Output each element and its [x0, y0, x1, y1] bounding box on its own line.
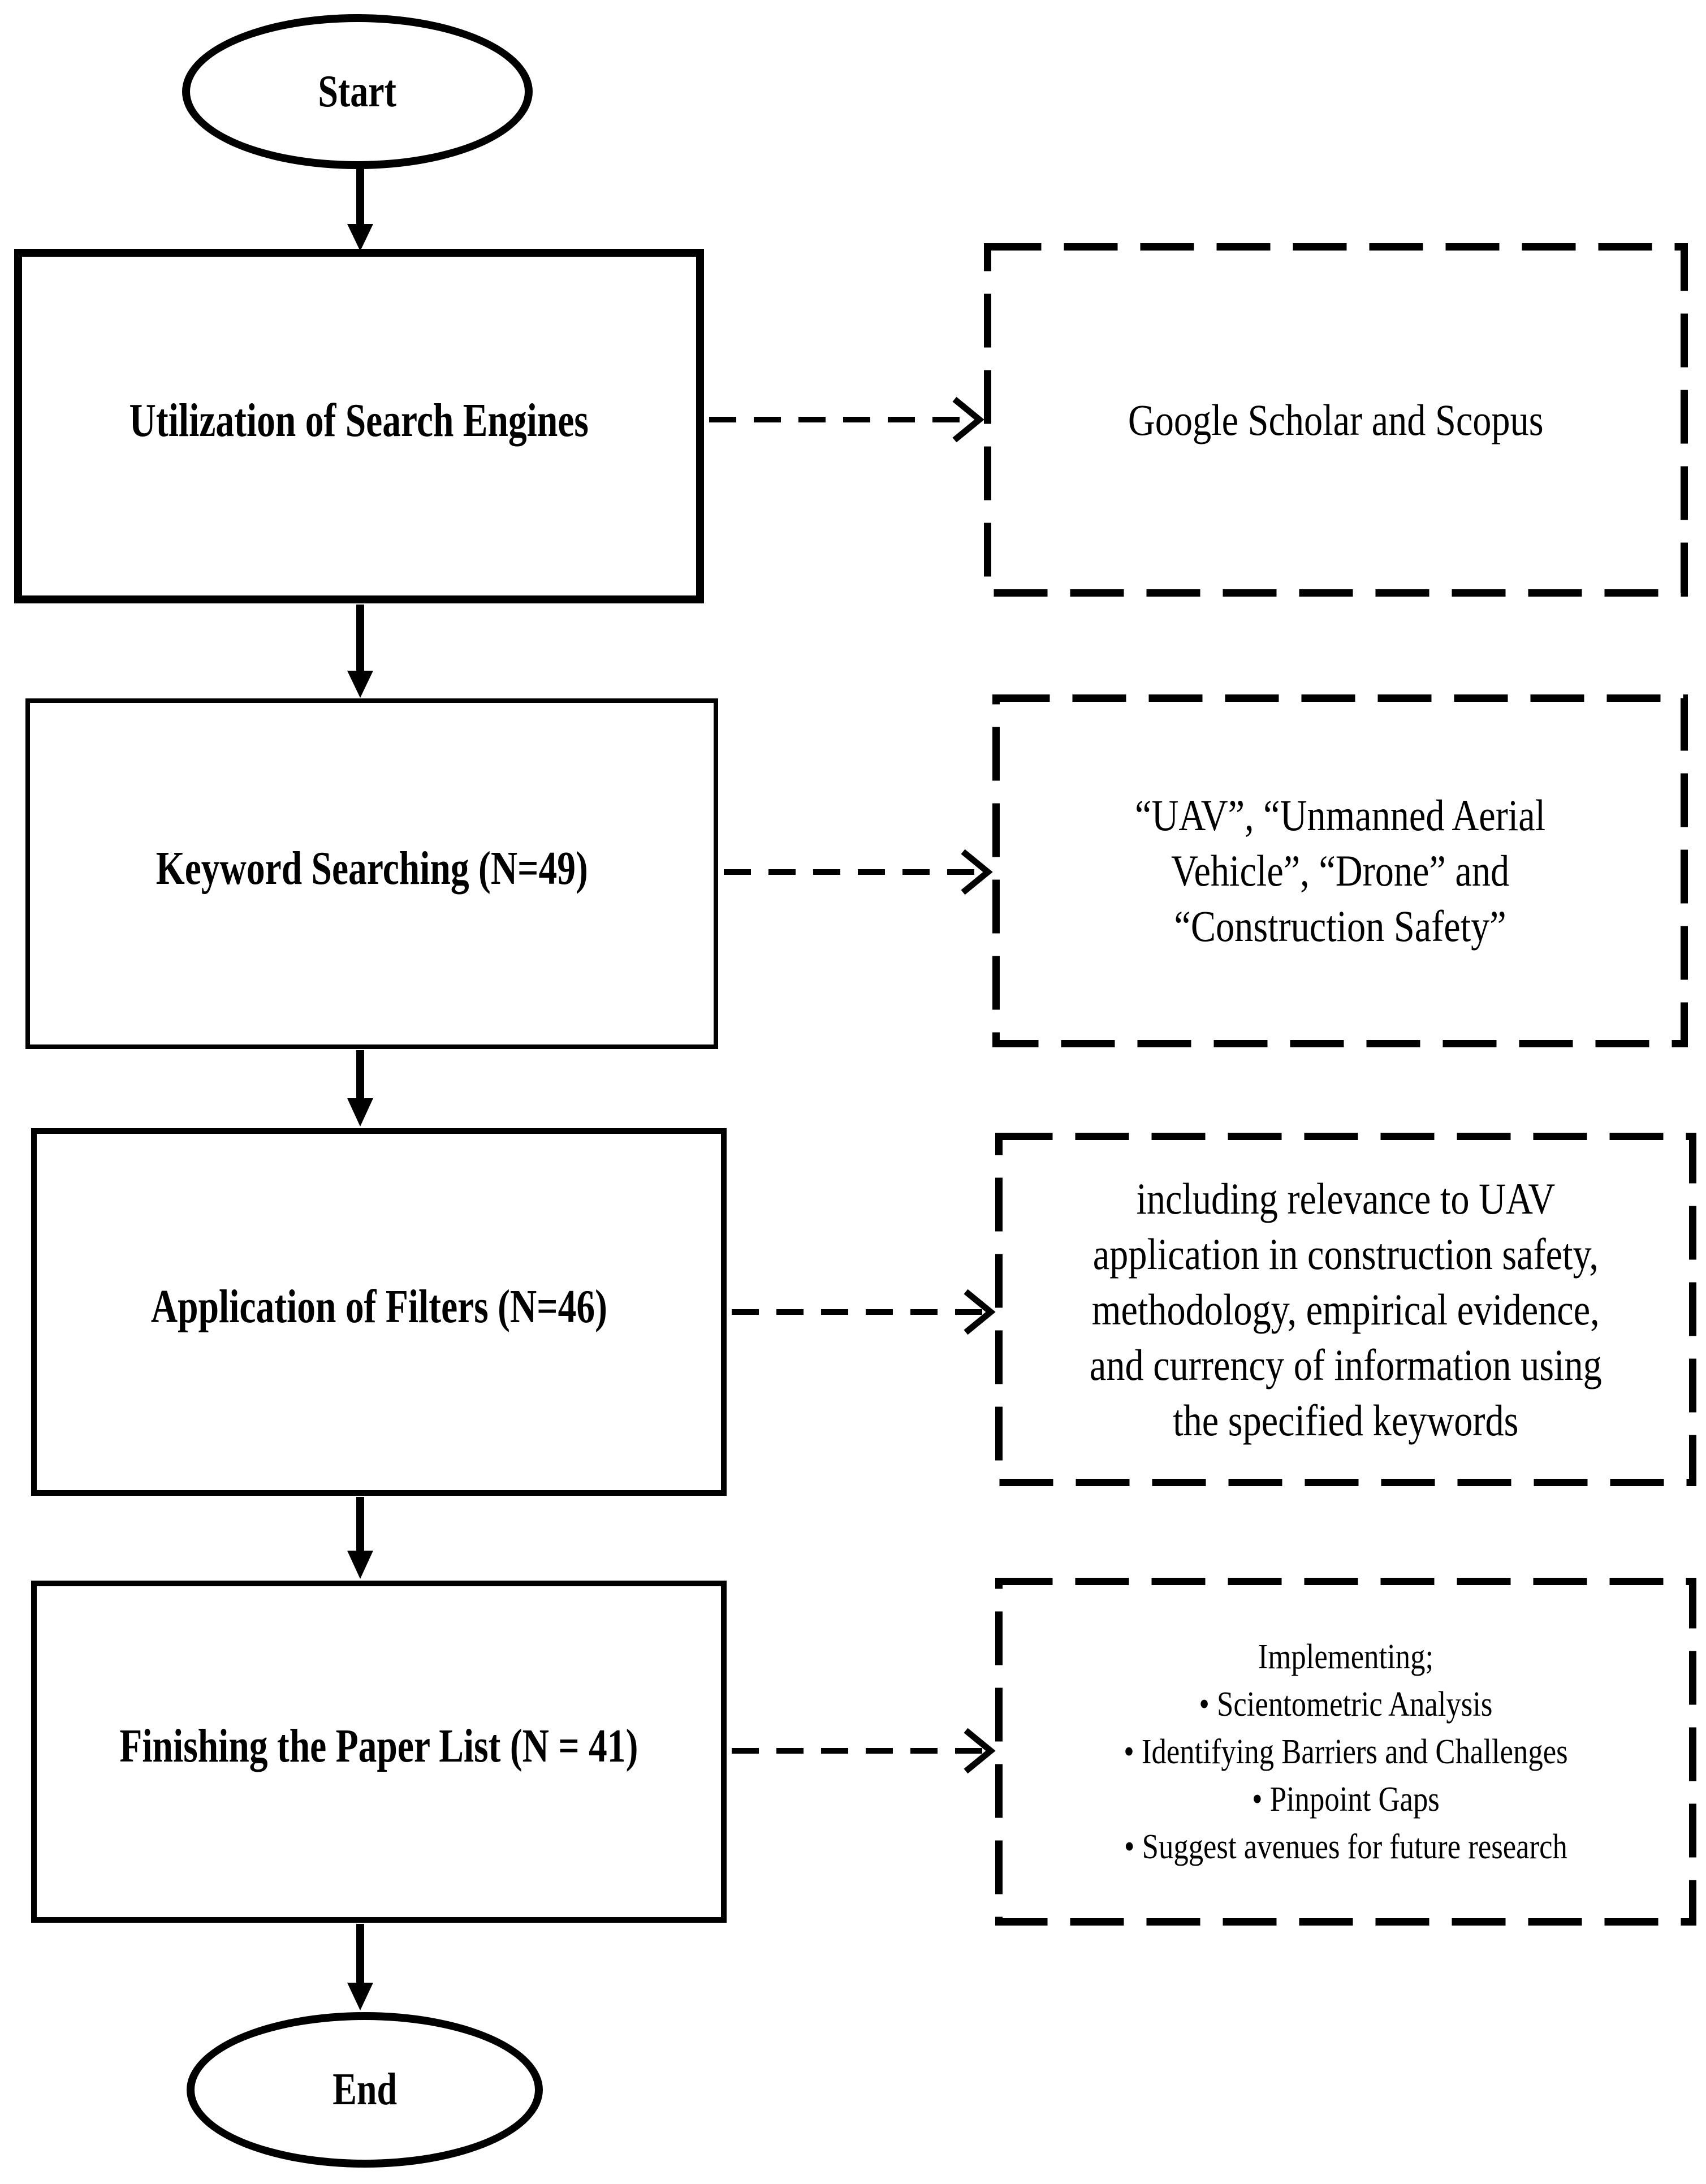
step-box-paper-list-label: Finishing the Paper List (N = 41): [119, 1720, 638, 1772]
step-box-paper-list: Finishing the Paper List (N = 41): [31, 1581, 727, 1923]
annotation-line: “UAV”, “Unmanned Aerial: [1134, 791, 1546, 840]
start-label: Start: [318, 66, 397, 116]
annotation-implementing: Implementing; • Scientometric Analysis •…: [995, 1578, 1696, 1926]
step-box-filters-label: Application of Filters (N=46): [150, 1280, 607, 1333]
annotation-line: “Construction Safety”: [1174, 901, 1506, 951]
dashed-arrow-step1-to-annotation: [709, 396, 984, 443]
annotation-search-engines: Google Scholar and Scopus: [984, 243, 1688, 597]
step-box-keyword-searching-label: Keyword Searching (N=49): [156, 841, 588, 895]
dashed-border-keywords: [992, 694, 1688, 1047]
annotation-line: Google Scholar and Scopus: [1128, 395, 1544, 444]
annotation-implementing-title: Implementing;: [1258, 1637, 1434, 1676]
annotation-bullet-item: • Suggest avenues for future research: [1124, 1827, 1567, 1866]
annotation-line: Vehicle”, “Drone” and: [1171, 846, 1510, 895]
step-box-filters: Application of Filters (N=46): [31, 1128, 727, 1496]
annotation-keywords: “UAV”, “Unmanned Aerial Vehicle”, “Drone…: [992, 694, 1688, 1047]
annotation-line: methodology, empirical evidence,: [1092, 1284, 1600, 1334]
dashed-arrow-step2-to-annotation: [724, 849, 993, 895]
step-box-search-engines-label: Utilization of Search Engines: [129, 394, 589, 447]
dashed-border-filters: [995, 1133, 1696, 1486]
annotation-bullet-item: • Pinpoint Gaps: [1252, 1780, 1440, 1819]
solid-arrow-step3-to-step4: [347, 1497, 373, 1579]
step-box-search-engines: Utilization of Search Engines: [14, 249, 704, 603]
annotation-bullet-item: • Identifying Barriers and Challenges: [1124, 1732, 1568, 1771]
annotation-line: including relevance to UAV: [1136, 1173, 1556, 1223]
solid-arrow-step4-to-end: [347, 1924, 373, 2010]
annotation-line: application in construction safety,: [1092, 1229, 1599, 1279]
annotation-bullet-item: • Scientometric Analysis: [1199, 1685, 1493, 1724]
annotation-line: and currency of information using: [1090, 1340, 1602, 1389]
solid-arrow-start-to-step1: [347, 167, 373, 251]
end-terminal: End: [187, 2012, 543, 2168]
dashed-arrow-step3-to-annotation: [732, 1289, 996, 1335]
dashed-arrow-step4-to-annotation: [732, 1728, 996, 1774]
annotation-implementing-text: Implementing; • Scientometric Analysis •…: [1124, 1633, 1567, 1871]
solid-arrow-step2-to-step3: [347, 1050, 373, 1126]
solid-arrow-step1-to-step2: [347, 605, 373, 698]
dashed-border-search-engines: [984, 243, 1688, 597]
annotation-filters-text: including relevance to UAV application i…: [1090, 1171, 1602, 1448]
step-box-keyword-searching: Keyword Searching (N=49): [25, 698, 718, 1049]
dashed-border-implementing: [995, 1578, 1696, 1926]
annotation-filters: including relevance to UAV application i…: [995, 1133, 1696, 1486]
annotation-line: the specified keywords: [1173, 1395, 1519, 1445]
start-terminal: Start: [182, 14, 533, 169]
annotation-keywords-text: “UAV”, “Unmanned Aerial Vehicle”, “Drone…: [1135, 788, 1545, 954]
annotation-search-engines-text: Google Scholar and Scopus: [1128, 392, 1544, 448]
end-label: End: [332, 2065, 397, 2114]
